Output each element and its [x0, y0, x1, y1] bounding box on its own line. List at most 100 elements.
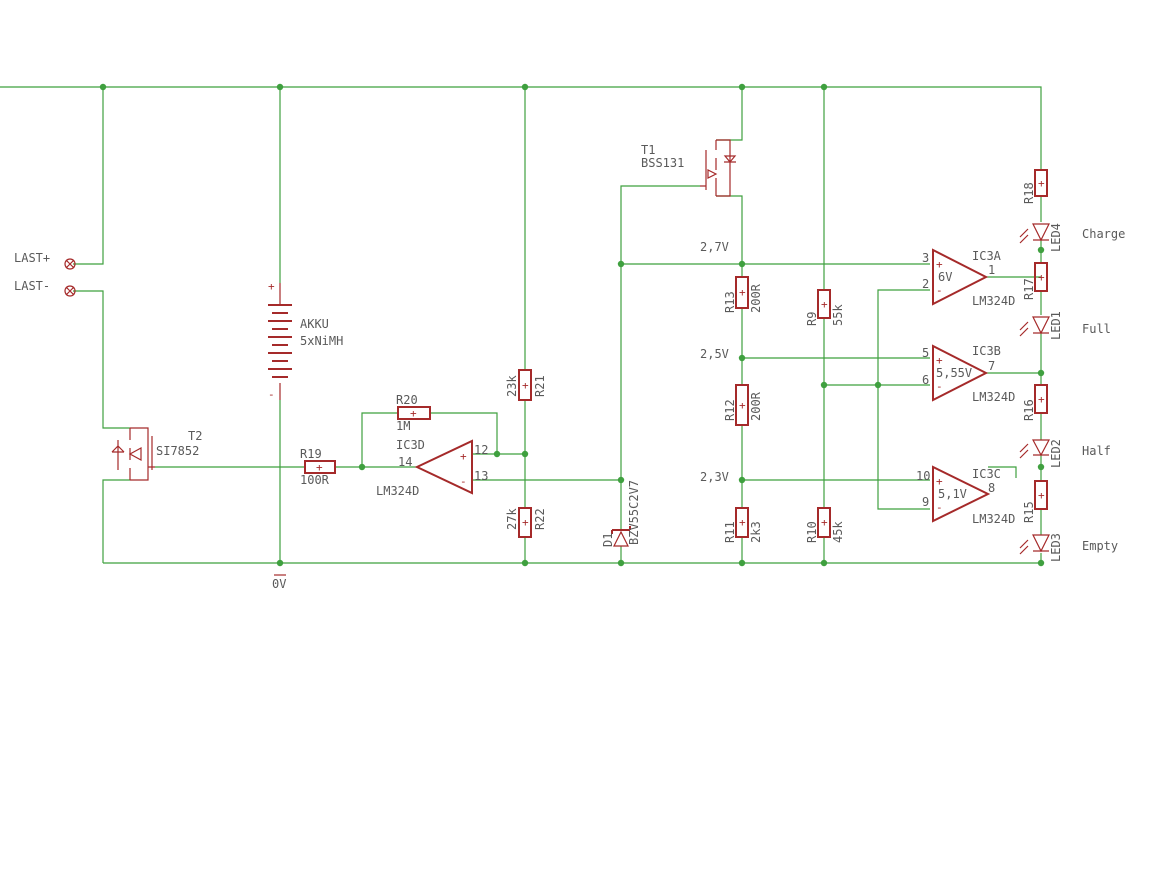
svg-text:+: + — [522, 379, 529, 392]
svg-text:+: + — [821, 516, 828, 529]
label-r12-value: 200R — [749, 391, 763, 421]
label-led4-name: LED4 — [1049, 223, 1063, 252]
svg-text:+: + — [1038, 489, 1045, 502]
label-pin5: 5 — [922, 346, 929, 360]
label-pin3: 3 — [922, 251, 929, 265]
label-r22-name: R22 — [533, 508, 547, 530]
svg-text:+: + — [522, 516, 529, 529]
opamp-ic3c: + - — [932, 465, 991, 523]
svg-text:+: + — [316, 461, 323, 474]
svg-text:-: - — [936, 501, 943, 514]
label-pin10: 10 — [916, 469, 930, 483]
svg-text:+: + — [936, 354, 943, 367]
connector-last-plus — [64, 258, 76, 270]
label-r13-name: R13 — [723, 291, 737, 313]
label-ic3a-value: LM324D — [972, 294, 1015, 308]
label-ic3c-value: LM324D — [972, 512, 1015, 526]
label-r21-value: 23k — [505, 375, 519, 397]
label-pin2: 2 — [922, 277, 929, 291]
label-ic3b-value: LM324D — [972, 390, 1015, 404]
opamp-ic3a: + - — [932, 248, 989, 306]
label-r9-name: R9 — [805, 312, 819, 326]
svg-text:+: + — [1038, 393, 1045, 406]
label-r15-name: R15 — [1022, 501, 1036, 523]
label-r21-name: R21 — [533, 375, 547, 397]
svg-text:+: + — [410, 407, 417, 420]
label-gnd: 0V — [272, 577, 286, 591]
svg-text:+: + — [460, 450, 467, 463]
label-pin12: 12 — [474, 443, 488, 457]
label-r19-value: 100R — [300, 473, 330, 487]
label-empty: Empty — [1082, 539, 1118, 553]
svg-text:+: + — [936, 475, 943, 488]
label-v23: 2,3V — [700, 470, 729, 484]
led2 — [1019, 439, 1050, 459]
svg-text:+: + — [739, 399, 746, 412]
label-v27: 2,7V — [700, 240, 729, 254]
label-pin7: 7 — [988, 359, 995, 373]
svg-text:+: + — [1038, 271, 1045, 284]
svg-text:-: - — [936, 284, 943, 297]
svg-text:-: - — [460, 475, 467, 488]
resistors: + + + + + + + + + + + + + — [304, 169, 1048, 538]
label-led2-name: LED2 — [1049, 439, 1063, 468]
label-r9-value: 55k — [831, 304, 845, 326]
svg-text:-: - — [268, 388, 275, 401]
label-ic3a-volt: 6V — [938, 270, 952, 284]
label-ic3d-name: IC3D — [396, 438, 425, 452]
label-led1-name: LED1 — [1049, 311, 1063, 340]
label-t2-value: SI7852 — [156, 444, 199, 458]
label-r18-name: R18 — [1022, 182, 1036, 204]
mosfet-t1 — [700, 139, 737, 197]
junctions — [99, 83, 1045, 567]
label-ic3c-name: IC3C — [972, 467, 1001, 481]
mosfet-t2 — [111, 427, 155, 481]
label-ic3b-volt: 5,55V — [936, 366, 972, 380]
label-pin13: 13 — [474, 469, 488, 483]
label-r22-value: 27k — [505, 508, 519, 530]
wires — [0, 86, 1042, 564]
label-d1-name: D1 — [601, 533, 615, 547]
led1 — [1019, 316, 1050, 337]
label-led3-name: LED3 — [1049, 533, 1063, 562]
battery-akku: + - — [268, 280, 292, 401]
label-ic3c-volt: 5,1V — [938, 487, 967, 501]
svg-text:+: + — [739, 516, 746, 529]
label-ic3b-name: IC3B — [972, 344, 1001, 358]
label-r12-name: R12 — [723, 399, 737, 421]
label-last-minus: LAST- — [14, 279, 50, 293]
led4 — [1019, 223, 1050, 244]
svg-text:+: + — [821, 298, 828, 311]
label-r20-name: R20 — [396, 393, 418, 407]
label-charge: Charge — [1082, 227, 1125, 241]
label-r10-name: R10 — [805, 521, 819, 543]
label-t1-value: BSS131 — [641, 156, 684, 170]
label-t1-name: T1 — [641, 143, 655, 157]
label-r10-value: 45k — [831, 521, 845, 543]
connector-last-minus — [64, 285, 76, 297]
label-r16-name: R16 — [1022, 399, 1036, 421]
svg-text:-: - — [936, 380, 943, 393]
svg-text:+: + — [936, 258, 943, 271]
label-r11-value: 2k3 — [749, 521, 763, 543]
label-r17-name: R17 — [1022, 278, 1036, 300]
label-pin1: 1 — [988, 263, 995, 277]
label-ic3a-name: IC3A — [972, 249, 1002, 263]
zener-d1 — [611, 526, 631, 547]
svg-text:+: + — [739, 286, 746, 299]
opamp-ic3d: + - — [414, 439, 473, 495]
label-r13-value: 200R — [749, 283, 763, 313]
opamp-ic3b: + - — [932, 344, 989, 402]
label-pin9: 9 — [922, 495, 929, 509]
label-r19-name: R19 — [300, 447, 322, 461]
label-t2-name: T2 — [188, 429, 202, 443]
led3 — [1019, 534, 1050, 555]
label-pin14: 14 — [398, 455, 412, 469]
label-d1-value: BZV55C2V7 — [627, 480, 641, 545]
label-half: Half — [1082, 444, 1111, 458]
label-ic3d-value: LM324D — [376, 484, 419, 498]
label-r20-value: 1M — [396, 419, 410, 433]
label-pin6: 6 — [922, 373, 929, 387]
label-v25: 2,5V — [700, 347, 729, 361]
